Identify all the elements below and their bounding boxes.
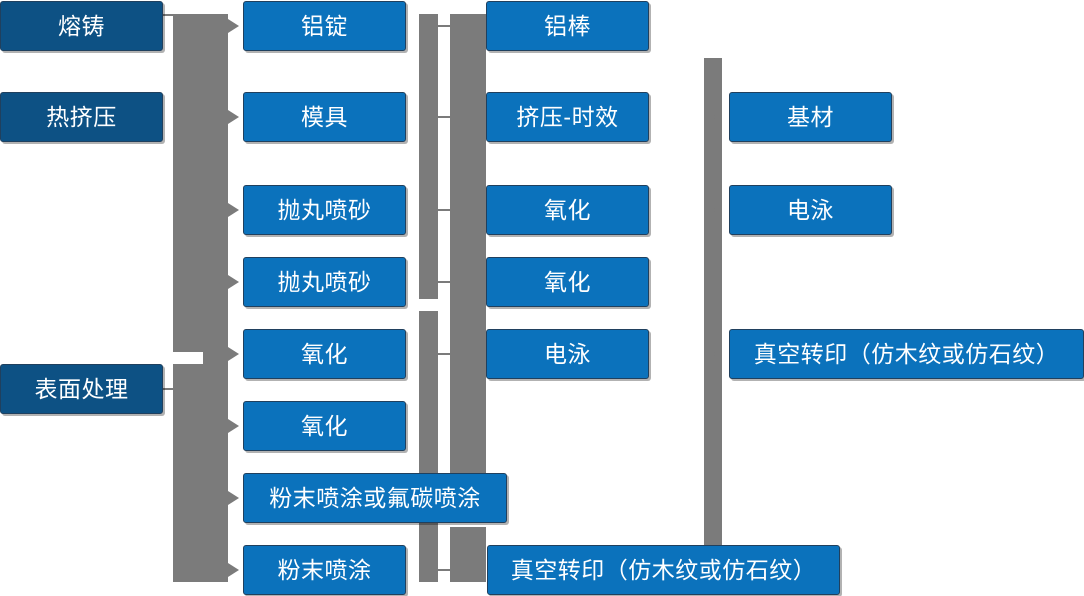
node-process-oxidation-2[interactable]: 氧化 bbox=[486, 257, 649, 307]
node-process-electrophoresis[interactable]: 电泳 bbox=[486, 329, 649, 379]
connector-tick-process-3 bbox=[438, 209, 451, 211]
node-input-shot-blasting-1[interactable]: 抛丸喷砂 bbox=[243, 185, 406, 235]
arrow-to-output-3 bbox=[708, 349, 717, 359]
arrow-to-input-5 bbox=[228, 347, 239, 361]
arrow-to-output-1 bbox=[708, 112, 717, 122]
arrow-to-input-3 bbox=[228, 203, 239, 217]
arrow-to-input-4 bbox=[228, 275, 239, 289]
arrow-to-input-7 bbox=[228, 491, 239, 505]
node-process-vacuum-transfer-printing[interactable]: 真空转印（仿木纹或仿石纹） bbox=[487, 545, 840, 595]
node-stage-melting-casting[interactable]: 熔铸 bbox=[0, 1, 163, 51]
arrow-to-input-8 bbox=[228, 563, 239, 577]
connector-notch-surface-treatment bbox=[173, 352, 203, 364]
arrow-to-output-2 bbox=[708, 205, 717, 215]
node-input-oxidation-2[interactable]: 氧化 bbox=[243, 401, 406, 451]
node-input-shot-blasting-2[interactable]: 抛丸喷砂 bbox=[243, 257, 406, 307]
node-input-powder-coating[interactable]: 粉末喷涂 bbox=[243, 545, 406, 595]
node-input-powder-or-fluorocarbon-coating[interactable]: 粉末喷涂或氟碳喷涂 bbox=[243, 473, 507, 523]
connector-band-stage-stub-top bbox=[163, 14, 177, 16]
connector-tick-process-4 bbox=[438, 281, 451, 283]
node-process-oxidation-1[interactable]: 氧化 bbox=[486, 185, 649, 235]
connector-band-input-rail bbox=[419, 14, 438, 582]
node-output-electrophoresis[interactable]: 电泳 bbox=[729, 185, 892, 235]
node-input-mould[interactable]: 模具 bbox=[243, 92, 406, 142]
connector-rule-surface-treatment bbox=[163, 388, 183, 390]
connector-band-process-to-output bbox=[704, 58, 722, 582]
connector-gap-input-rail bbox=[419, 299, 438, 311]
node-input-aluminium-ingot[interactable]: 铝锭 bbox=[243, 1, 406, 51]
node-process-aluminium-bar[interactable]: 铝棒 bbox=[486, 1, 649, 51]
connector-band-stage-to-input bbox=[173, 14, 228, 582]
connector-tick-process-6 bbox=[438, 569, 451, 571]
node-output-base-material[interactable]: 基材 bbox=[729, 92, 892, 142]
node-input-oxidation-1[interactable]: 氧化 bbox=[243, 329, 406, 379]
node-stage-hot-extrusion[interactable]: 热挤压 bbox=[0, 92, 163, 142]
connector-tick-process-2 bbox=[438, 116, 451, 118]
arrow-to-input-6 bbox=[228, 419, 239, 433]
connector-tick-process-5 bbox=[438, 353, 451, 355]
arrow-to-input-2 bbox=[228, 110, 239, 124]
node-output-vacuum-transfer-printing[interactable]: 真空转印（仿木纹或仿石纹） bbox=[729, 329, 1084, 379]
node-stage-surface-treatment[interactable]: 表面处理 bbox=[0, 364, 163, 414]
connector-tick-process-1 bbox=[438, 25, 451, 27]
arrow-to-input-1 bbox=[228, 19, 239, 33]
node-process-extrusion-aging[interactable]: 挤压-时效 bbox=[486, 92, 649, 142]
